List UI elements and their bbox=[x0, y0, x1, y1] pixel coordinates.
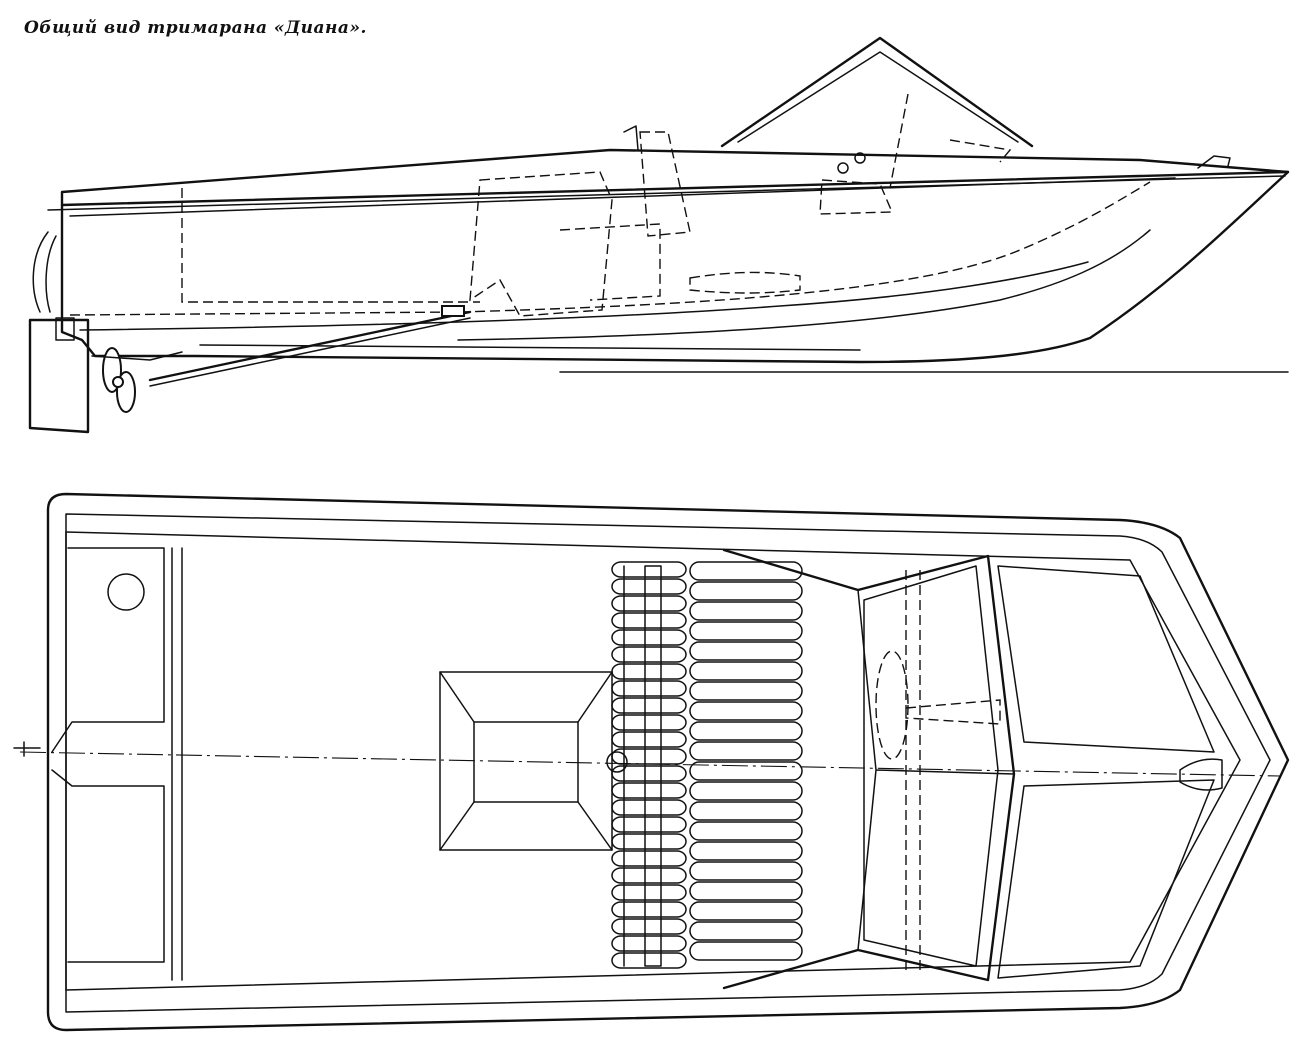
cushions-left bbox=[611, 561, 687, 969]
gauge-1 bbox=[837, 162, 849, 174]
cushion bbox=[689, 861, 803, 881]
cushions-right bbox=[689, 561, 803, 961]
foredeck-panel-bottom bbox=[997, 779, 1215, 979]
cushion bbox=[611, 748, 687, 765]
cushion bbox=[689, 661, 803, 681]
deck-vent bbox=[623, 125, 639, 151]
cushion bbox=[611, 663, 687, 680]
cushion bbox=[689, 681, 803, 701]
bow-hatch bbox=[1179, 758, 1223, 791]
stern-hoses bbox=[32, 231, 57, 313]
spray-rail bbox=[457, 229, 1151, 341]
cushion bbox=[689, 761, 803, 781]
stern-drive bbox=[28, 318, 90, 434]
cushion bbox=[611, 816, 687, 833]
engine-hatch-inner bbox=[473, 721, 579, 803]
cushion bbox=[611, 578, 687, 595]
cushion bbox=[611, 935, 687, 952]
cushion bbox=[611, 765, 687, 782]
cushion bbox=[689, 941, 803, 961]
cushion bbox=[689, 741, 803, 761]
windshield-post-dashed bbox=[889, 93, 1012, 189]
cushion bbox=[611, 561, 687, 578]
cushion bbox=[611, 629, 687, 646]
cushion bbox=[689, 621, 803, 641]
cushion bbox=[689, 721, 803, 741]
plan-hole bbox=[606, 751, 628, 773]
hull-outline bbox=[60, 148, 1290, 364]
stern-hatch bbox=[107, 573, 145, 611]
dashboard-dashed bbox=[819, 179, 894, 215]
engine-hatch-corners bbox=[439, 671, 613, 851]
plan-deck-edge bbox=[65, 531, 1241, 991]
cushion bbox=[611, 612, 687, 629]
shaft-coupling bbox=[441, 305, 465, 317]
plan-windshield-inner bbox=[857, 589, 1015, 951]
plan-hull-outer bbox=[46, 492, 1290, 1032]
cushion bbox=[689, 901, 803, 921]
cushion bbox=[689, 841, 803, 861]
cushion bbox=[689, 701, 803, 721]
floor-dashed bbox=[689, 271, 801, 294]
plan-gunwale bbox=[65, 513, 1271, 1013]
cushion bbox=[689, 821, 803, 841]
engine-hatch-outer bbox=[439, 671, 613, 851]
cushion bbox=[689, 641, 803, 661]
cushion bbox=[689, 581, 803, 601]
side-view bbox=[28, 36, 1290, 434]
bow-fitting bbox=[1197, 155, 1231, 169]
cushion bbox=[611, 901, 687, 918]
engine-dashed bbox=[469, 171, 613, 317]
chine-line bbox=[79, 261, 1089, 331]
propeller-shaft-2 bbox=[149, 317, 471, 387]
cushion bbox=[611, 646, 687, 663]
cushion bbox=[611, 850, 687, 867]
sheer-line bbox=[60, 170, 1290, 207]
foredeck-panel-top bbox=[997, 565, 1215, 753]
cushion bbox=[611, 952, 687, 969]
cushion bbox=[689, 881, 803, 901]
cushion bbox=[611, 595, 687, 612]
stern-clamp bbox=[55, 317, 75, 341]
stern-locker-top bbox=[51, 547, 165, 753]
stern-locker-dashed bbox=[181, 188, 480, 303]
windshield-inner bbox=[737, 51, 1019, 143]
cushion bbox=[611, 731, 687, 748]
sheer-line-lower bbox=[69, 177, 1176, 217]
cushion bbox=[611, 884, 687, 901]
cushion bbox=[611, 680, 687, 697]
seat-dashed bbox=[559, 223, 661, 301]
cushion bbox=[689, 921, 803, 941]
cushion bbox=[611, 697, 687, 714]
cushion bbox=[611, 833, 687, 850]
cushion bbox=[611, 782, 687, 799]
steering-column-dashed bbox=[905, 570, 1001, 970]
cushion bbox=[689, 601, 803, 621]
propeller bbox=[102, 347, 136, 413]
cushion bbox=[611, 714, 687, 731]
steering-wheel-dashed bbox=[875, 650, 909, 760]
seat-back-dashed bbox=[639, 131, 691, 237]
figure-caption: Общий вид тримарана «Диана». bbox=[24, 18, 367, 38]
cushion bbox=[689, 561, 803, 581]
inner-hull-dashed bbox=[69, 181, 1151, 316]
stern-strut bbox=[91, 351, 183, 361]
cushion bbox=[611, 867, 687, 884]
cushion bbox=[689, 781, 803, 801]
stern-locker-bottom bbox=[51, 769, 165, 963]
cushion bbox=[611, 918, 687, 935]
plan-windshield-frame bbox=[863, 565, 999, 967]
gauge-2 bbox=[854, 152, 866, 164]
cushion bbox=[689, 801, 803, 821]
propeller-shaft bbox=[148, 310, 472, 382]
windshield bbox=[720, 36, 1034, 148]
cushion bbox=[611, 799, 687, 816]
bow-eye bbox=[13, 741, 41, 757]
plan-view bbox=[13, 492, 1290, 1032]
